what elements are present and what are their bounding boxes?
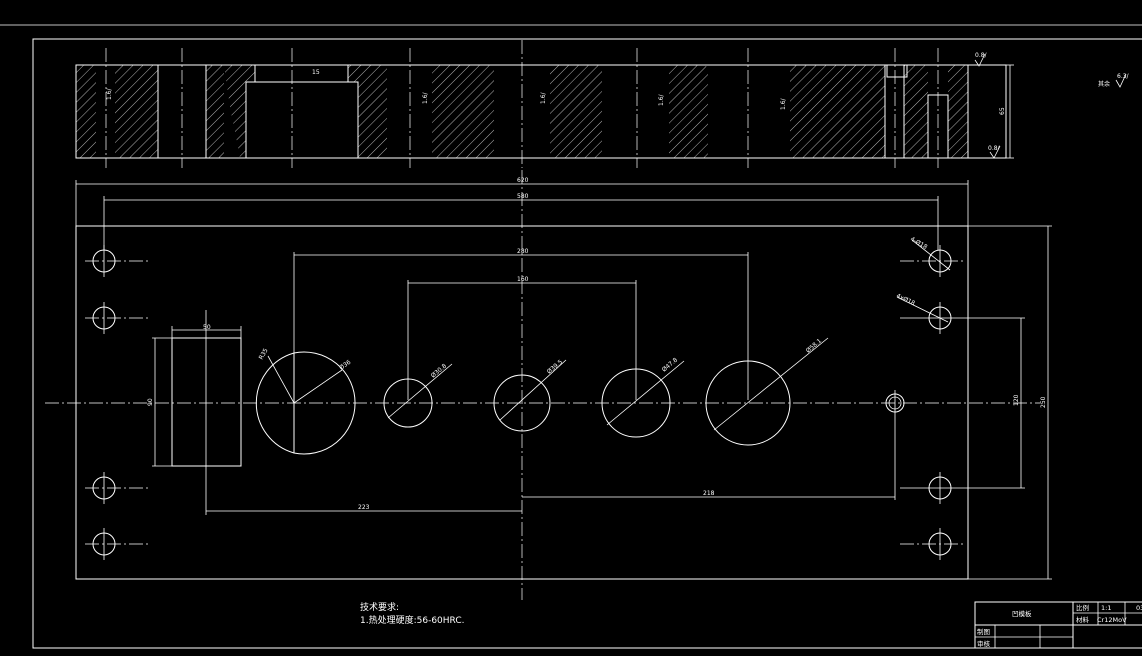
hatch-region xyxy=(224,65,255,158)
dim-hole-5: Ø58.1 xyxy=(805,337,823,354)
dim-right-vertical: 120 xyxy=(1013,394,1020,406)
dim-rect-width: 50 xyxy=(203,324,211,331)
dim-overall-height: 250 xyxy=(1040,396,1047,408)
surface-note-label: 其余 xyxy=(1098,80,1110,88)
hatch-region xyxy=(115,65,158,158)
hatch-region xyxy=(948,65,968,158)
roughness-mark: 1.6/ xyxy=(540,91,547,104)
roughness-mark: 0.8/ xyxy=(975,52,988,59)
hatch-region xyxy=(76,65,96,158)
notes-line-1: 1.热处理硬度:56-60HRC. xyxy=(360,616,465,626)
dim-span-280: 280 xyxy=(517,248,529,255)
section-view: 65 15 1.6/ 1.6/ 1.6/ 1.6/ 1.6/ 0.8/ 0.8/ xyxy=(75,40,1014,168)
d-cavity xyxy=(255,351,356,455)
dim-hole-2: Ø30.8 xyxy=(430,362,448,379)
dim-hole-1-d: Ø36 xyxy=(338,359,352,372)
hatch-region xyxy=(348,65,387,158)
title-block: 凹模板 比例 1:1 材料 Cr12MoV 03 制图 审核 xyxy=(974,601,1142,649)
dim-bottom-left: 223 xyxy=(358,504,370,511)
hatch-region xyxy=(790,65,885,158)
screw-holes-left xyxy=(85,245,150,560)
sheet-number: 03 xyxy=(1136,604,1142,612)
check-label: 审核 xyxy=(977,639,991,648)
dim-corner-2: 4xØ18 xyxy=(895,292,916,307)
rect-cavity xyxy=(171,337,242,467)
roughness-mark: 1.6/ xyxy=(422,91,429,104)
scale-value: 1:1 xyxy=(1101,604,1111,612)
dim-inner-width: 580 xyxy=(517,193,529,200)
dim-hole-4: Ø47.8 xyxy=(661,356,679,373)
dim-thickness: 65 xyxy=(999,107,1006,115)
screw-holes-right xyxy=(900,245,1025,560)
material-value: Cr12MoV xyxy=(1097,616,1127,624)
dim-corner-1: 4-Ø18 xyxy=(909,236,929,251)
surface-note-value: 6.3/ xyxy=(1117,73,1130,80)
hatch-region xyxy=(432,65,494,158)
dim-hole-1-r: R35 xyxy=(258,347,270,361)
hatch-region xyxy=(669,65,708,158)
dim-span-160: 160 xyxy=(517,276,529,283)
roughness-mark: 1.6/ xyxy=(658,93,665,106)
hatch-region xyxy=(550,65,602,158)
drawing-border xyxy=(32,38,1142,649)
material-label: 材料 xyxy=(1076,615,1090,624)
roughness-mark: 1.6/ xyxy=(780,97,787,110)
notes-heading: 技术要求: xyxy=(360,603,400,613)
dim-overall-width: 620 xyxy=(517,177,529,184)
hole-30-8 xyxy=(383,378,433,428)
hatch-region xyxy=(206,65,224,158)
plan-view: 620 580 280 160 50 90 R35 xyxy=(45,170,1052,600)
technical-requirements: 技术要求: 1.热处理硬度:56-60HRC. xyxy=(360,602,465,628)
roughness-symbol-icon xyxy=(1115,73,1127,88)
dim-bottom-right: 218 xyxy=(703,490,715,497)
dim-rect-height: 90 xyxy=(147,398,154,406)
roughness-mark: 0.8/ xyxy=(988,145,1001,152)
hole-47-8 xyxy=(601,368,671,438)
hole-58-1 xyxy=(705,360,791,446)
scale-label: 比例 xyxy=(1076,603,1089,612)
drawn-label: 制图 xyxy=(977,627,990,636)
hatch-region xyxy=(904,65,928,158)
hole-39-5 xyxy=(493,374,551,432)
dim-hole-3: Ø39.5 xyxy=(546,358,564,375)
dim-top-label: 15 xyxy=(312,69,320,76)
roughness-mark: 1.6/ xyxy=(106,87,113,100)
part-name: 凹模板 xyxy=(1012,609,1032,618)
